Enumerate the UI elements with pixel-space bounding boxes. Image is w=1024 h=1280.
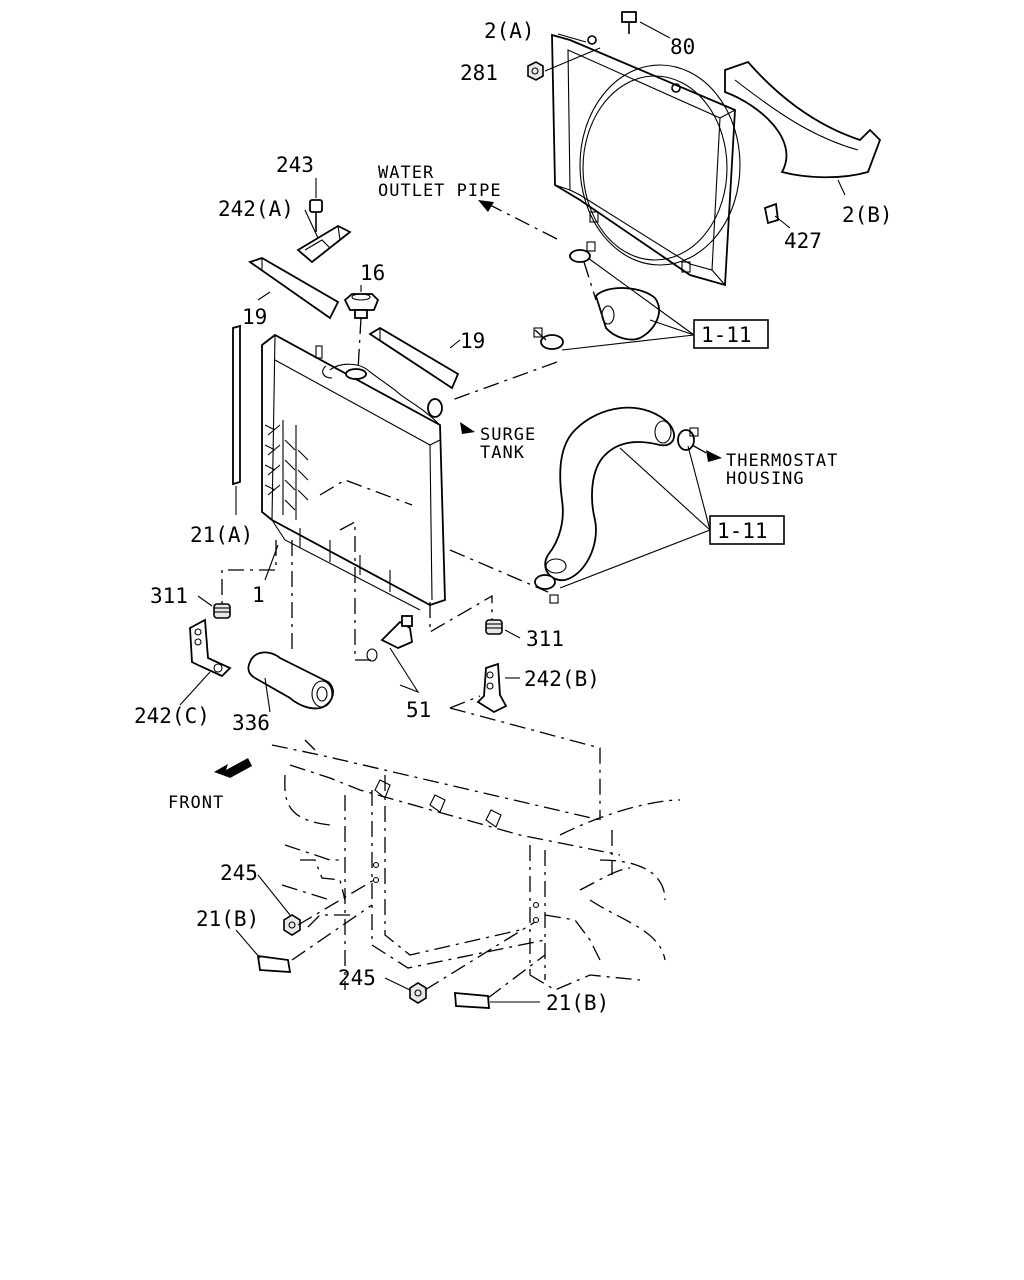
label-80: 80 xyxy=(670,35,695,59)
front-arrow-icon xyxy=(214,758,252,780)
label-2b: 2(B) xyxy=(842,203,893,227)
water-outlet-arrow-icon xyxy=(478,200,494,212)
label-245-upper: 245 xyxy=(220,861,258,885)
label-1-11-bottom: 1-11 xyxy=(717,519,768,543)
seal-21b-left[interactable] xyxy=(256,954,292,973)
radiator-cap-16[interactable] xyxy=(343,293,380,319)
mount-rubber-311-right[interactable] xyxy=(485,619,503,635)
bolt-243[interactable] xyxy=(309,199,323,232)
lower-shroud[interactable] xyxy=(724,60,882,179)
ref-box-1-11-bottom xyxy=(709,515,785,545)
label-21b-right: 21(B) xyxy=(546,991,609,1015)
note-water-outlet-1: WATER xyxy=(378,163,434,183)
note-thermostat-1: THERMOSTAT xyxy=(726,451,838,471)
nut-281[interactable] xyxy=(527,61,544,81)
note-surge-1: SURGE xyxy=(480,425,536,445)
radiator[interactable] xyxy=(261,333,446,611)
label-1: 1 xyxy=(252,583,265,607)
surge-tank-arrow-icon xyxy=(460,422,475,434)
callout-labels: 2(A) 80 281 2(B) 427 243 242(A) 16 19 19… xyxy=(134,19,893,1015)
hose-clamp-lower[interactable] xyxy=(534,427,699,604)
lower-hose[interactable] xyxy=(544,406,675,581)
center-lines xyxy=(221,204,601,999)
radiator-core-fins xyxy=(264,420,309,520)
label-19-left: 19 xyxy=(242,305,267,329)
seal-21b-right[interactable] xyxy=(454,992,490,1009)
label-21a: 21(A) xyxy=(190,523,253,547)
hose-clamp-upper[interactable] xyxy=(533,241,596,350)
label-243: 243 xyxy=(276,153,314,177)
thermostat-arrow-icon xyxy=(691,444,722,462)
bracket-242c[interactable] xyxy=(189,618,232,678)
hose-336[interactable] xyxy=(247,651,334,710)
label-242a: 242(A) xyxy=(218,197,294,221)
label-2a: 2(A) xyxy=(484,19,535,43)
bolt-80[interactable] xyxy=(621,11,637,34)
label-311-right: 311 xyxy=(526,627,564,651)
vehicle-frame xyxy=(271,744,681,991)
bracket-242a[interactable] xyxy=(296,224,352,264)
upper-hose[interactable] xyxy=(594,287,660,341)
direction-notes: WATER OUTLET PIPE SURGE TANK THERMOSTAT … xyxy=(168,163,838,813)
nut-245-lower[interactable] xyxy=(409,982,427,1004)
drain-cock-51[interactable] xyxy=(366,615,413,662)
note-water-outlet-2: OUTLET PIPE xyxy=(378,181,502,201)
label-336: 336 xyxy=(232,711,270,735)
label-16: 16 xyxy=(360,261,385,285)
seal-19-right[interactable] xyxy=(368,326,460,390)
label-19-right: 19 xyxy=(460,329,485,353)
bracket-242b[interactable] xyxy=(476,662,508,714)
label-427: 427 xyxy=(784,229,822,253)
label-1-11-top: 1-11 xyxy=(701,323,752,347)
ref-box-1-11-top xyxy=(693,319,769,349)
label-242c: 242(C) xyxy=(134,704,210,728)
label-242b: 242(B) xyxy=(524,667,600,691)
label-281: 281 xyxy=(460,61,498,85)
seal-21a[interactable] xyxy=(232,324,241,486)
note-surge-2: TANK xyxy=(480,443,525,463)
note-front: FRONT xyxy=(168,793,224,813)
clip-427[interactable] xyxy=(763,202,779,225)
fan-shroud[interactable] xyxy=(551,33,741,287)
seal-19-left[interactable] xyxy=(248,257,340,320)
nut-245-upper[interactable] xyxy=(283,914,301,936)
label-51: 51 xyxy=(406,698,431,722)
label-21b-left: 21(B) xyxy=(196,907,259,931)
label-311-left: 311 xyxy=(150,584,188,608)
mount-rubber-311-left[interactable] xyxy=(213,603,231,619)
leader-lines xyxy=(179,21,846,1003)
label-245-lower: 245 xyxy=(338,966,376,990)
note-thermostat-2: HOUSING xyxy=(726,469,805,489)
